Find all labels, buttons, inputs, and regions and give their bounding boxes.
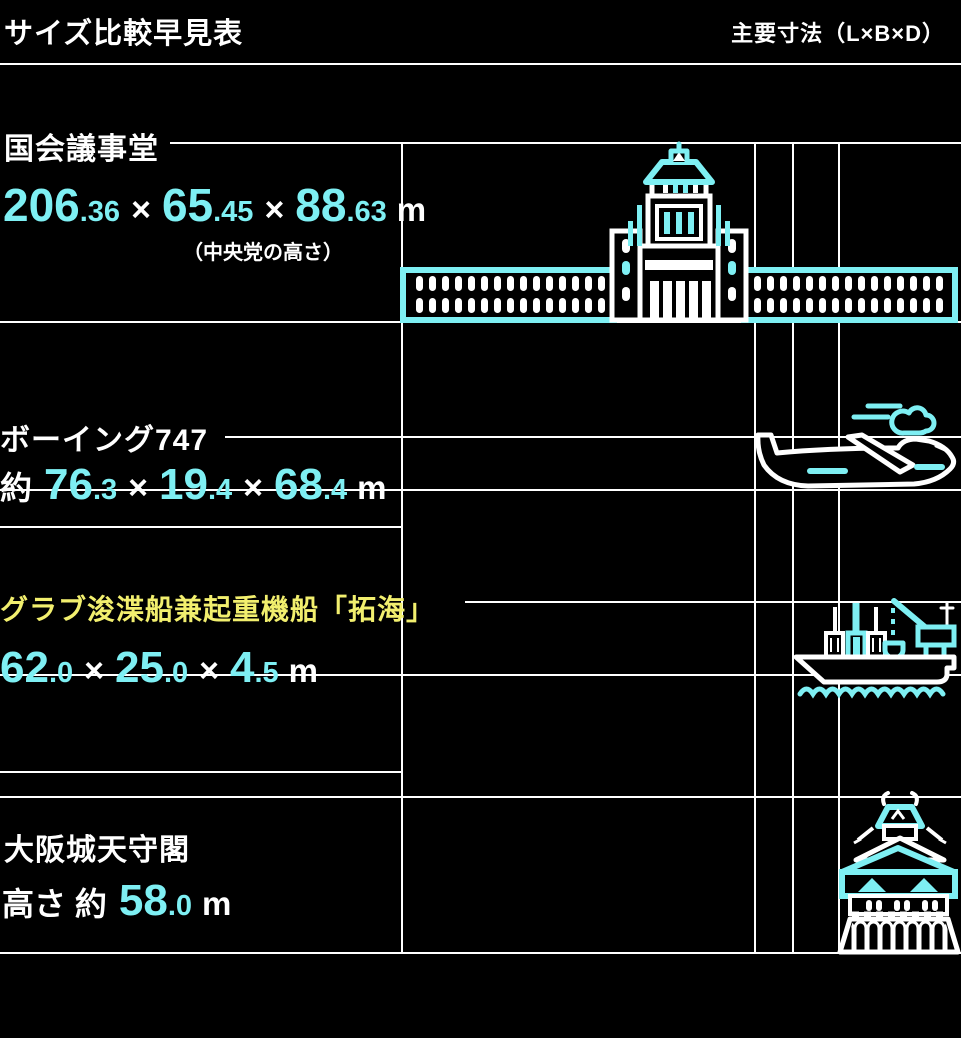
national-diet-building-illustration	[400, 141, 958, 323]
grid-line-title-separator	[0, 63, 961, 65]
grid-line-row2-name	[225, 436, 961, 438]
dim-decimal: .0	[167, 890, 193, 922]
multiply-sign: ×	[243, 469, 264, 507]
dim-decimal: .5	[254, 657, 279, 689]
dim-integer: 62	[0, 643, 49, 692]
grid-line-row3-name	[465, 601, 961, 603]
dim-decimal: .45	[213, 196, 254, 228]
ship-crane	[882, 598, 957, 661]
grid-line-row1-top	[170, 142, 961, 144]
multiply-sign: ×	[131, 191, 151, 229]
water-waves	[797, 686, 946, 699]
castle-middle-tiers	[839, 824, 957, 875]
multiply-sign: ×	[199, 652, 219, 690]
dim-integer: 76	[44, 460, 93, 509]
row4-name: 大阪城天守閣	[4, 834, 190, 867]
cloud-icon	[889, 405, 937, 436]
diet-upper-pavilion	[628, 193, 730, 249]
row1-dimensions: 206.36 × 65.45 × 88.63 m	[3, 178, 426, 232]
dim-unit: m	[396, 191, 427, 228]
castle-finials	[881, 791, 919, 806]
dim-prefix: 高さ 約	[2, 886, 107, 922]
grid-line-row3-dims	[0, 674, 961, 676]
grid-line-vertical-main	[401, 142, 403, 954]
grab-dredger-crane-ship-illustration	[793, 598, 957, 699]
diet-side-towers	[609, 228, 749, 323]
dim-decimal: .0	[48, 657, 74, 689]
dim-prefix: 約	[0, 470, 33, 506]
airplane-body	[755, 432, 957, 489]
grid-line-row2-bottom-left	[0, 526, 403, 528]
ship-hull	[793, 654, 957, 685]
dim-decimal: .4	[207, 474, 233, 506]
grid-line-row4-top	[0, 796, 961, 798]
dim-unit: m	[357, 469, 387, 506]
dimension-legend: 主要寸法（L×B×D）	[731, 21, 945, 46]
boeing-747-airplane-illustration	[755, 403, 957, 489]
dim-integer: 206	[3, 179, 80, 231]
castle-top-roof	[875, 804, 925, 829]
grid-line-vertical-a	[754, 142, 756, 954]
osaka-castle-tower-illustration	[837, 791, 961, 955]
multiply-sign: ×	[264, 191, 285, 229]
dim-integer: 65	[161, 179, 214, 231]
ship-masts-and-towers	[824, 603, 887, 660]
grid-line-vertical-c	[838, 142, 840, 954]
dim-decimal: .36	[79, 196, 121, 228]
dim-decimal: .63	[346, 196, 387, 228]
dim-integer: 19	[159, 460, 208, 509]
dim-integer: 88	[295, 179, 347, 231]
grid-line-row2-dims	[0, 489, 961, 491]
dim-unit: m	[202, 885, 232, 922]
multiply-sign: ×	[84, 652, 104, 690]
page-title: サイズ比較早見表	[4, 18, 244, 50]
dim-decimal: .4	[322, 474, 348, 506]
row1-name: 国会議事堂	[4, 133, 159, 166]
multiply-sign: ×	[128, 469, 149, 507]
row1-note: （中央党の高さ）	[183, 242, 343, 264]
row2-name: ボーイング747	[0, 424, 209, 457]
dim-integer: 68	[274, 460, 323, 509]
speed-lines	[851, 403, 903, 420]
dim-decimal: .0	[163, 657, 189, 689]
diet-roof-and-tower	[643, 141, 715, 199]
castle-wall	[848, 894, 949, 916]
diet-central-pavilion	[637, 243, 721, 323]
row3-name: グラブ浚渫船兼起重機船「拓海」	[0, 594, 436, 625]
row4-dimensions: 高さ 約 58.0 m	[2, 876, 231, 926]
dim-integer: 58	[118, 876, 168, 925]
diet-right-wing	[741, 267, 958, 323]
dim-integer: 25	[115, 643, 164, 692]
diet-left-wing	[400, 267, 617, 323]
dim-unit: m	[288, 652, 319, 689]
castle-stone-base	[837, 911, 961, 955]
dim-decimal: .3	[92, 474, 118, 506]
castle-main-roof-band	[839, 869, 958, 899]
grid-line-row4-top-left	[0, 771, 403, 773]
dim-integer: 4	[230, 643, 255, 692]
grid-line-vertical-b	[792, 142, 794, 954]
grid-line-bottom	[0, 952, 961, 954]
